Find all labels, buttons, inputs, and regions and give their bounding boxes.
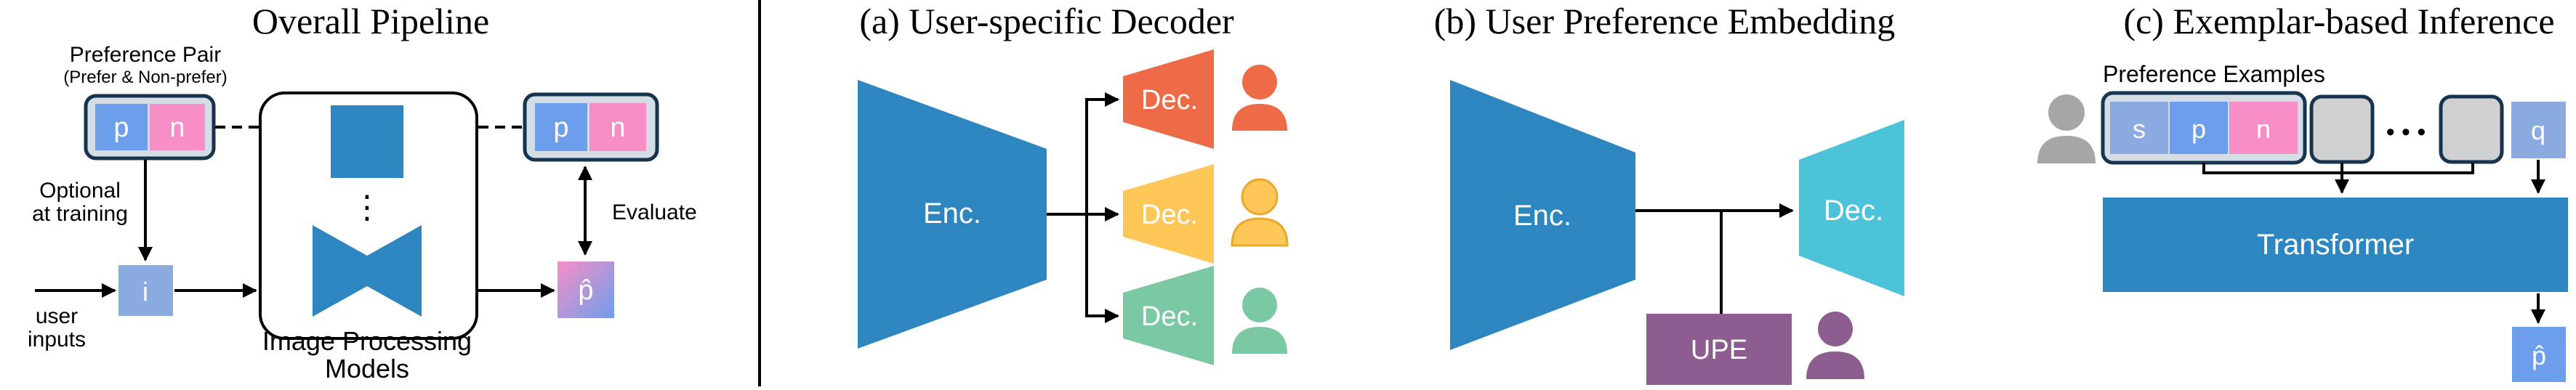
decoder-green <box>1123 266 1214 365</box>
overall-title: Overall Pipeline <box>252 1 489 41</box>
transformer-box <box>2103 198 2568 292</box>
person-gray-icon <box>2037 94 2096 163</box>
output-p-hat-label: p̂ <box>2532 341 2546 370</box>
user-inputs-line2: inputs <box>28 328 86 352</box>
example-dots: • • • <box>2386 118 2426 146</box>
embedding-title: (b) User Preference Embedding <box>1434 1 1895 41</box>
person-green-icon <box>1232 288 1287 354</box>
decoder-red-label: Dec. <box>1141 85 1198 115</box>
encoder-shape-b <box>1450 80 1635 350</box>
query-box <box>2511 102 2566 158</box>
model-encdec-icon <box>313 225 422 317</box>
output-p-hat-box <box>2512 327 2566 382</box>
preference-pair-right: p n <box>523 92 659 162</box>
encoder-label-a: Enc. <box>923 198 981 229</box>
transformer-label: Transformer <box>2257 229 2414 261</box>
exemplar-title: (c) Exemplar-based Inference <box>2123 1 2554 41</box>
pair-n-label: n <box>169 113 185 143</box>
example-group-1: s p n <box>2101 91 2307 165</box>
decoder-title: (a) User-specific Decoder <box>859 1 1234 41</box>
user-specific-decoder-panel: (a) User-specific Decoder Enc. Dec. Dec.… <box>858 1 1289 365</box>
example-n-label: n <box>2256 114 2271 144</box>
preference-pair-title: Preference Pair <box>70 43 221 67</box>
evaluate-label: Evaluate <box>612 200 697 224</box>
optional-label-line2: at training <box>32 202 128 226</box>
encoder-shape-a <box>858 80 1047 349</box>
decoder-yellow-label: Dec. <box>1141 200 1198 230</box>
example-p-label: p <box>2191 114 2206 144</box>
p-hat-box <box>558 261 614 318</box>
encoder-label-b: Enc. <box>1513 200 1571 232</box>
model-square-icon <box>331 105 403 178</box>
example-box-3 <box>2439 94 2504 164</box>
upe-label: UPE <box>1691 335 1747 365</box>
i-label: i <box>142 277 148 306</box>
decoder-red <box>1123 49 1214 149</box>
pair-right-n-label: n <box>610 113 625 143</box>
example-box-2 <box>2309 94 2375 164</box>
query-label: q <box>2531 115 2545 145</box>
preference-pair-subtitle: (Prefer & Non-prefer) <box>63 68 227 87</box>
decoder-green-label: Dec. <box>1141 301 1198 332</box>
p-hat-label: p̂ <box>578 275 593 306</box>
image-processing-models: ⋮ <box>259 92 478 340</box>
models-label-line2: Models <box>325 354 409 383</box>
decoder-shape-b <box>1799 120 1904 296</box>
example-s-label: s <box>2133 114 2146 144</box>
person-purple-icon <box>1806 312 1864 379</box>
optional-label-line1: Optional <box>39 179 121 203</box>
models-label-line1: Image Processing <box>262 326 472 356</box>
preference-pair-left: p n <box>84 94 216 161</box>
preference-examples-label: Preference Examples <box>2103 61 2325 87</box>
model-vertical-dots: ⋮ <box>351 190 383 225</box>
pair-p-label: p <box>113 113 129 143</box>
person-red-icon <box>1232 65 1287 131</box>
decoder-label-b: Dec. <box>1824 195 1883 227</box>
decoder-yellow <box>1123 164 1214 264</box>
user-inputs-line1: user <box>36 304 78 328</box>
overall-pipeline-panel: Overall Pipeline Preference Pair (Prefer… <box>28 1 697 383</box>
upe-box <box>1646 314 1792 385</box>
examples-merge-line <box>2202 163 2474 174</box>
exemplar-based-inference-panel: (c) Exemplar-based Inference Preference … <box>2037 1 2568 382</box>
person-yellow-icon <box>1231 178 1289 247</box>
pair-right-p-label: p <box>553 113 568 143</box>
i-box <box>118 265 173 316</box>
user-preference-embedding-panel: (b) User Preference Embedding Enc. Dec. … <box>1434 1 1904 385</box>
